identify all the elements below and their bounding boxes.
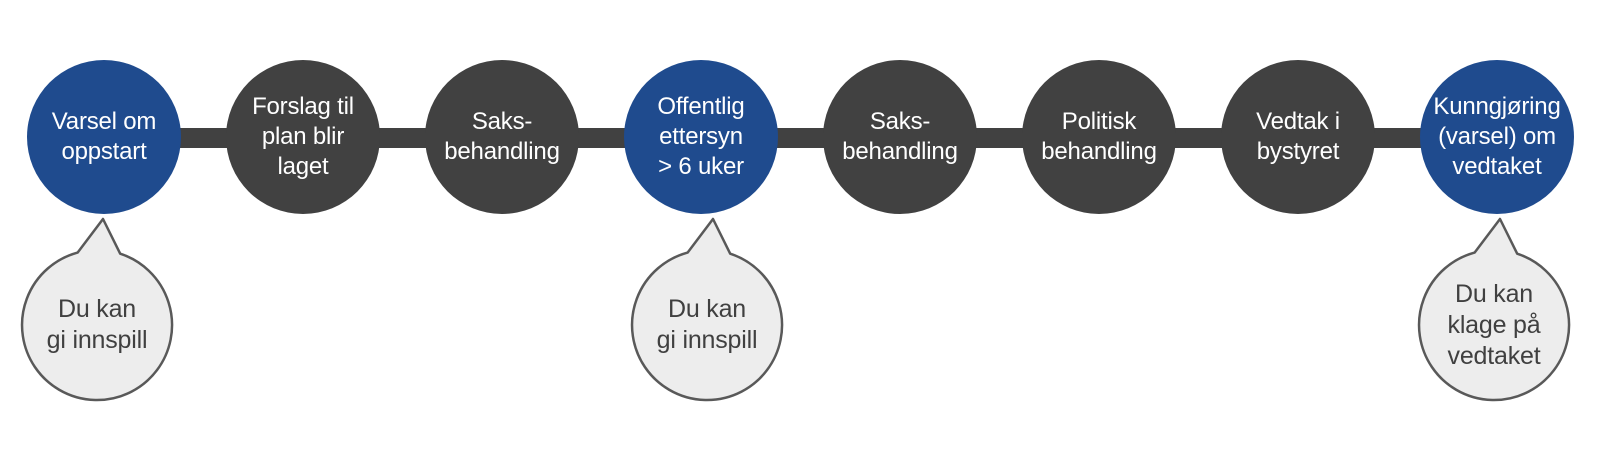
step-saksbehandling-2: Saks- behandling <box>823 60 977 214</box>
callout-bubble-klage <box>1417 217 1571 402</box>
step-kunngjoring-vedtak: Kunngjøring (varsel) om vedtaket <box>1420 60 1574 214</box>
step-forslag-til-plan: Forslag til plan blir laget <box>226 60 380 214</box>
callout-label-gi-innspill-2: Du kan gi innspill <box>656 295 758 354</box>
callout-label-klage: Du kan klage på vedtaket <box>1447 279 1541 370</box>
step-varsel-om-oppstart: Varsel om oppstart <box>27 60 181 214</box>
callout-bubble-gi-innspill-1 <box>20 217 174 402</box>
step-offentlig-ettersyn: Offentlig ettersyn > 6 uker <box>624 60 778 214</box>
step-politisk-behandling: Politisk behandling <box>1022 60 1176 214</box>
callout-label-gi-innspill-1: Du kan gi innspill <box>46 295 148 354</box>
step-vedtak-i-bystyret: Vedtak i bystyret <box>1221 60 1375 214</box>
step-saksbehandling-1: Saks- behandling <box>425 60 579 214</box>
callout-bubble-gi-innspill-2 <box>630 217 784 402</box>
